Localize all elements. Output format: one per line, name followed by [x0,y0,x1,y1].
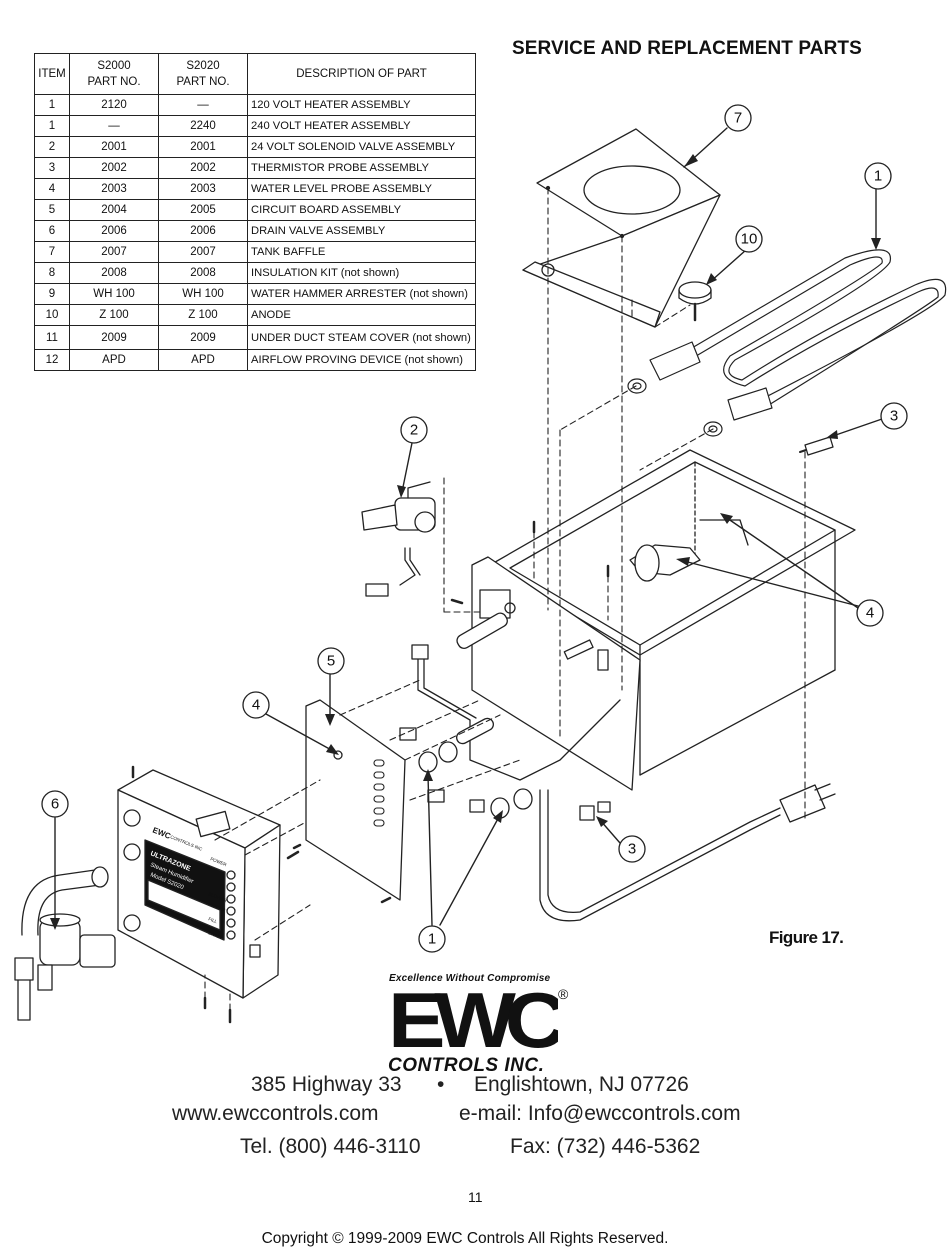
circuit-board-drawing [305,699,406,901]
svg-text:3: 3 [890,408,898,425]
company-tagline: Excellence Without Compromise [389,973,551,984]
address-bullet: • [437,1073,445,1096]
cell-description: 240 VOLT HEATER ASSEMBLY [247,115,476,137]
cell-s2020: 2005 [158,199,248,221]
registered-mark: ® [558,986,569,1002]
nuts-washers-drawing [418,717,533,819]
header-s2000: S2000 PART NO. [69,53,159,95]
svg-text:10: 10 [741,231,758,248]
wiring-harness-drawing [399,644,836,922]
email-link[interactable]: e-mail: Info@ewccontrols.com [459,1102,741,1125]
cell-s2020: APD [158,349,248,371]
svg-text:4: 4 [252,697,260,714]
callout-arrowheads [50,154,881,930]
svg-text:7: 7 [734,110,742,127]
svg-text:6: 6 [51,796,59,813]
cell-s2020: 2009 [158,325,248,350]
logo-wordmark: CONTROLS INC. [388,1055,545,1076]
cell-description: DRAIN VALVE ASSEMBLY [247,220,476,242]
parts-table: ITEM S2000 PART NO. S2020 PART NO. DESCR… [34,53,476,371]
svg-text:1: 1 [428,931,436,948]
svg-text:5: 5 [327,653,335,670]
controller-drain: DRAIN [208,930,223,940]
cell-item: 10 [34,304,70,326]
thermistor-probe-drawing [799,436,834,456]
telephone: Tel. (800) 446-3110 [240,1135,421,1158]
cell-s2020: 2001 [158,136,248,158]
header-s2000-line2: PART NO. [87,76,141,88]
fax: Fax: (732) 446-5362 [510,1135,701,1158]
cell-s2000: APD [69,349,159,371]
cell-description: AIRFLOW PROVING DEVICE (not shown) [247,349,476,371]
callout-10: 10 [735,225,763,253]
figure-label: Figure 17. [769,928,844,947]
address-city: Englishtown, NJ 07726 [474,1073,689,1096]
callout-1-heater: 1 [864,162,892,190]
cell-s2020: 2006 [158,220,248,242]
logo-text: EWC [388,985,558,1057]
heater-element-drawing [627,249,947,437]
callout-4-right: 4 [856,599,884,627]
controller-fill: FILL [208,916,219,924]
callout-7: 7 [724,104,752,132]
cell-s2000: 2003 [69,178,159,200]
website-link[interactable]: www.ewccontrols.com [172,1102,379,1125]
svg-text:3: 3 [628,841,636,858]
callout-5: 5 [317,647,345,675]
table-header-row: ITEM S2000 PART NO. S2020 PART NO. DESCR… [34,53,476,95]
controller-power: POWER [210,856,228,867]
header-s2020-line2: PART NO. [176,76,230,88]
cell-s2000: 2009 [69,325,159,350]
controller-enclosure-drawing [117,769,281,999]
svg-text:2: 2 [410,422,418,439]
header-s2020-line1: S2020 [186,60,220,72]
callout-3-lower: 3 [618,835,646,863]
drain-valve-drawing [14,866,116,1021]
cell-s2020: 2002 [158,157,248,179]
callout-6: 6 [41,790,69,818]
callout-3-upper: 3 [880,402,908,430]
header-description: DESCRIPTION OF PART [247,53,476,95]
cell-item: 12 [34,349,70,371]
svg-text:4: 4 [866,605,874,622]
ewc-logo: EWC [388,985,558,1057]
copyright-notice: Copyright © 1999-2009 EWC Controls All R… [261,1230,669,1247]
page-number: 11 [468,1189,483,1205]
header-s2020: S2020 PART NO. [158,53,248,95]
tank-drawing [489,449,856,776]
cell-description: TANK BAFFLE [247,241,476,263]
screws-drawing [131,520,610,1024]
callouts: 7 1 10 2 3 4 5 4 6 3 1 [41,104,908,953]
callout-2: 2 [400,416,428,444]
cell-description: WATER LEVEL PROBE ASSEMBLY [247,178,476,200]
callout-1-lower: 1 [418,925,446,953]
address-street: 385 Highway 33 [251,1073,402,1096]
page-title: SERVICE AND REPLACEMENT PARTS [512,38,862,59]
controller-heater: HEATER [208,901,227,913]
front-plate-drawing [456,556,641,791]
anode-drawing [678,281,712,322]
header-s2000-line1: S2000 [97,60,131,72]
solenoid-valve-drawing [361,481,436,597]
callout-4-left: 4 [242,691,270,719]
cell-description: INSULATION KIT (not shown) [247,262,476,284]
svg-text:1: 1 [874,168,882,185]
